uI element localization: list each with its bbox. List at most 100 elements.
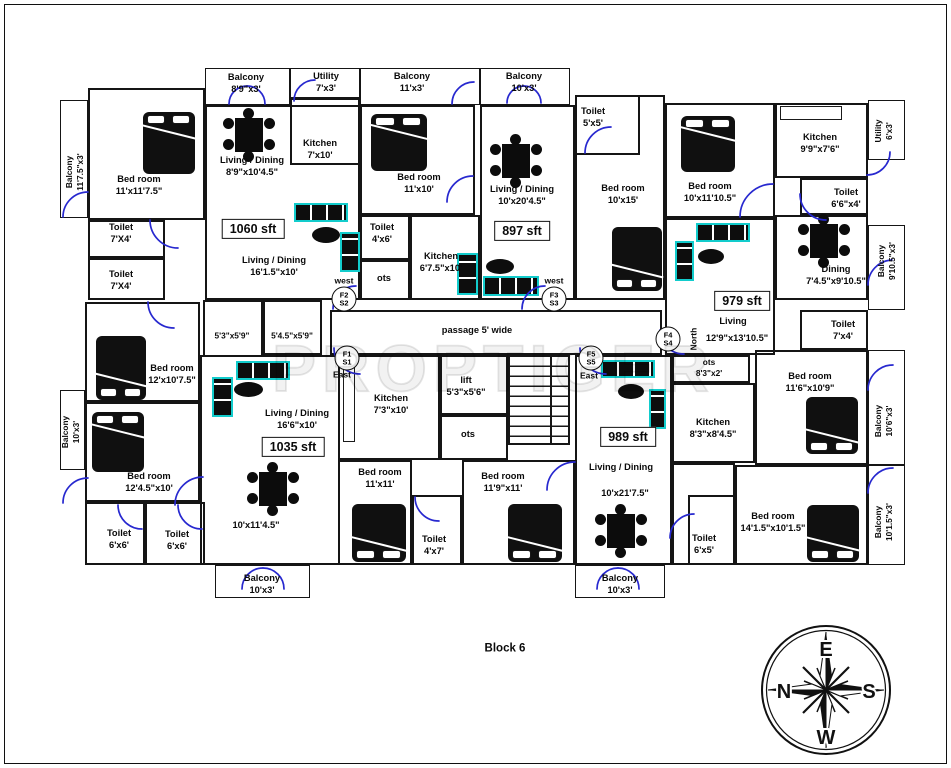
room-u2-balcony-top2 [480, 68, 570, 105]
room-u5-bedroom2 [462, 460, 575, 565]
room-u2-bedroom [360, 105, 475, 215]
room-small1 [203, 300, 263, 357]
dining-table [595, 504, 647, 558]
room-u3-living [665, 218, 775, 355]
dining-table [798, 214, 850, 268]
stair-divider [550, 357, 552, 443]
double-bed [804, 397, 860, 454]
teapoy-table [312, 227, 340, 243]
label-u3-living: Living [719, 315, 747, 326]
staircase [508, 355, 570, 445]
room-lift [440, 355, 508, 415]
entry-direction-label: west [334, 275, 354, 286]
double-bed [90, 412, 146, 472]
sofa-two-seater [340, 232, 360, 272]
sofa-three-seater [601, 360, 655, 378]
label-u2-ots: ots [377, 272, 391, 283]
double-bed [369, 114, 429, 171]
teapoy-table [618, 384, 644, 399]
room-u1-toilet2 [88, 258, 165, 300]
double-bed [679, 116, 737, 172]
compass-letter-right: S [862, 681, 875, 703]
room-u1-living [205, 105, 360, 300]
teapoy-table [234, 382, 263, 397]
sofa-three-seater [294, 203, 348, 222]
entry-direction-label: East [580, 370, 598, 381]
label-u3-living-size: 12'9"x13'10.5" [705, 332, 769, 343]
label-passage: passage 5' wide [441, 324, 513, 335]
double-bed [350, 504, 408, 562]
room-u2-toilet [360, 215, 410, 260]
teapoy-table [698, 249, 724, 264]
sofa-two-seater [483, 276, 539, 296]
room-u3-toilet2 [800, 310, 868, 350]
compass-letter-bottom: W [817, 727, 836, 749]
room-u3-balcony-mid [868, 350, 905, 465]
room-u5-bedroom1 [338, 460, 412, 565]
room-u5-balcony-bottom [575, 565, 665, 598]
double-bed [506, 504, 564, 562]
sofa-three-seater [696, 223, 750, 242]
label-core-ots: ots [461, 428, 475, 439]
room-u1-kitchen [290, 98, 360, 165]
room-u4-toilet1 [85, 502, 145, 565]
label-u2-area: 897 sft [494, 220, 550, 242]
teapoy-table [486, 259, 514, 274]
room-u2-ots [360, 260, 410, 300]
room-core-ots [440, 415, 508, 460]
room-u5-toilet-mid [412, 495, 462, 565]
compass-star [767, 631, 885, 749]
compass-rose: E N S W [761, 625, 891, 755]
room-u5-ots [672, 355, 750, 383]
room-small2 [263, 300, 322, 355]
label-small1: 5'3"x5'9" [214, 330, 250, 341]
sofa-three-seater [236, 361, 290, 380]
page-border [4, 4, 947, 764]
label-u1-area: 1060 sft [221, 218, 285, 240]
room-u2-balcony-top [360, 68, 480, 105]
room-u5-living [575, 355, 672, 565]
room-u3-bedroom2 [665, 103, 775, 218]
entry-direction-label: west [544, 275, 564, 286]
label-u5-living-size: 10'x21'7.5" [601, 487, 649, 498]
room-u4-balcony-left [60, 390, 85, 470]
sofa-two-seater [649, 389, 666, 429]
sofa-two-seater [675, 241, 694, 281]
double-bed [805, 505, 861, 562]
double-bed [94, 336, 148, 400]
room-u5-balcony-right [868, 465, 905, 565]
compass-letter-left: N [777, 681, 791, 703]
